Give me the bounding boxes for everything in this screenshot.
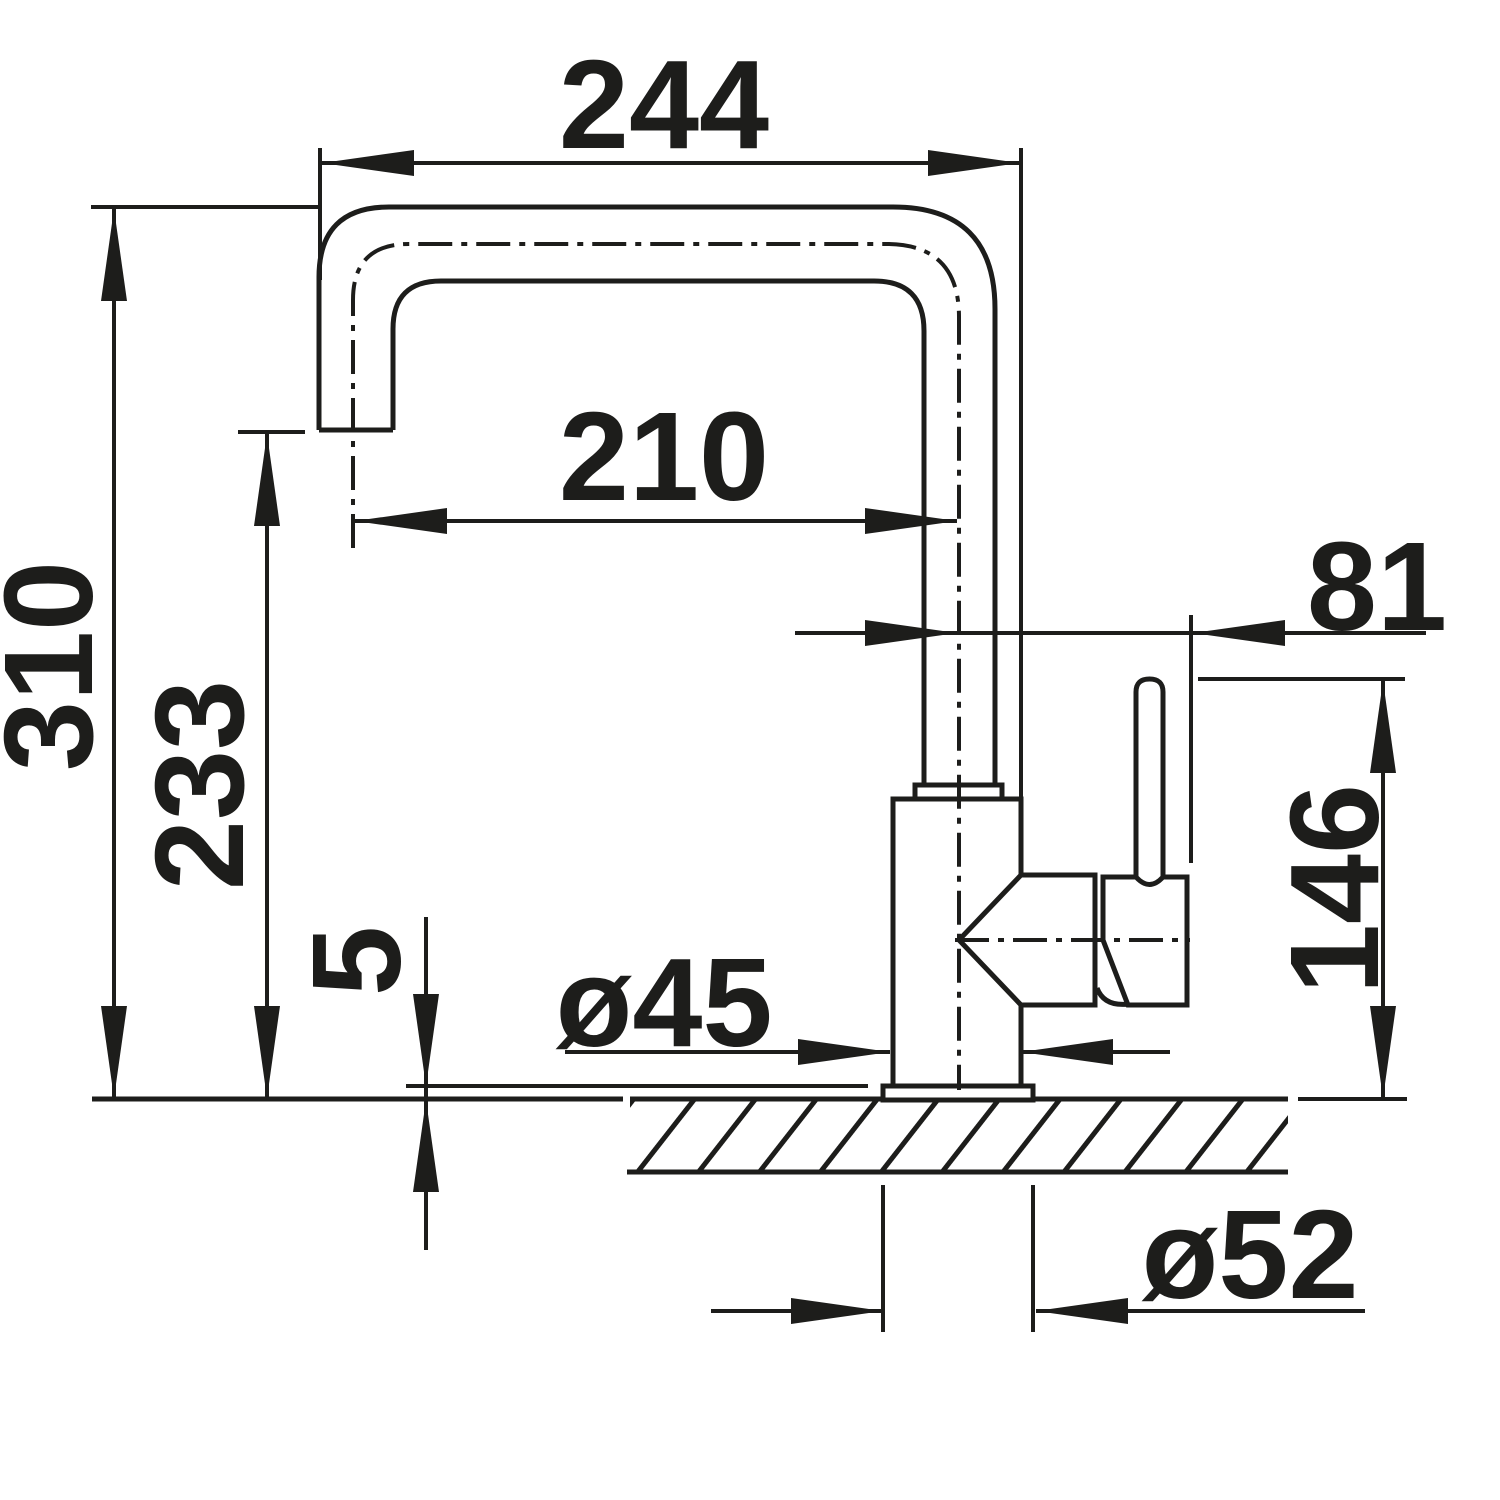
dim-244-arrow-left [322,150,414,176]
dim-310: 310 [0,205,319,1098]
dim-244: 244 [318,34,1023,870]
dim-310-label: 310 [0,561,119,771]
dim-5-arrow-upper [413,994,439,1086]
dim-233-label: 233 [129,680,270,890]
dim-45-label: ø45 [555,932,772,1073]
dim-146: 146 [1198,677,1407,1101]
faucet-outline-group [92,204,1288,1175]
handle-skirt-arc [1094,986,1130,1007]
dim-210: 210 [355,386,957,534]
spout-centerline [351,242,961,1090]
dim-81-arrow-left [865,620,957,646]
dim-45-arrow-right [1021,1039,1113,1065]
dim-52-arrow-left [791,1298,883,1324]
countertop-section [92,1096,1288,1175]
dim-210-arrow-left [355,508,447,534]
dim-45-arrow-left [798,1039,890,1065]
dim-45: ø45 [555,932,1170,1073]
dim-210-label: 210 [559,386,769,527]
dim-146-arrow-top [1370,681,1396,773]
dim-233-arrow-bottom [254,1006,280,1098]
dim-310-arrow-top [101,209,127,301]
dim-81-arrow-right [1193,620,1285,646]
dim-244-arrow-right [928,150,1020,176]
dim-5-label: 5 [286,926,427,996]
dim-146-arrow-bottom [1370,1006,1396,1098]
dim-146-label: 146 [1264,784,1405,994]
dim-52: ø52 [711,1184,1365,1332]
spout-outline [316,204,998,785]
dim-310-arrow-bottom [101,1006,127,1098]
dim-210-arrow-right [865,508,957,534]
dim-52-label: ø52 [1141,1184,1358,1325]
dim-52-arrow-right [1036,1298,1128,1324]
dim-244-label: 244 [559,34,769,175]
dim-233-arrow-top [254,434,280,526]
lever-rod [1133,676,1166,887]
dim-81-label: 81 [1307,516,1447,657]
dim-81: 81 [795,516,1447,863]
countertop-hatch [630,1099,1288,1172]
dim-5-arrow-lower [413,1100,439,1192]
dim-233: 233 [129,430,305,1098]
dim-5: 5 [286,917,868,1250]
